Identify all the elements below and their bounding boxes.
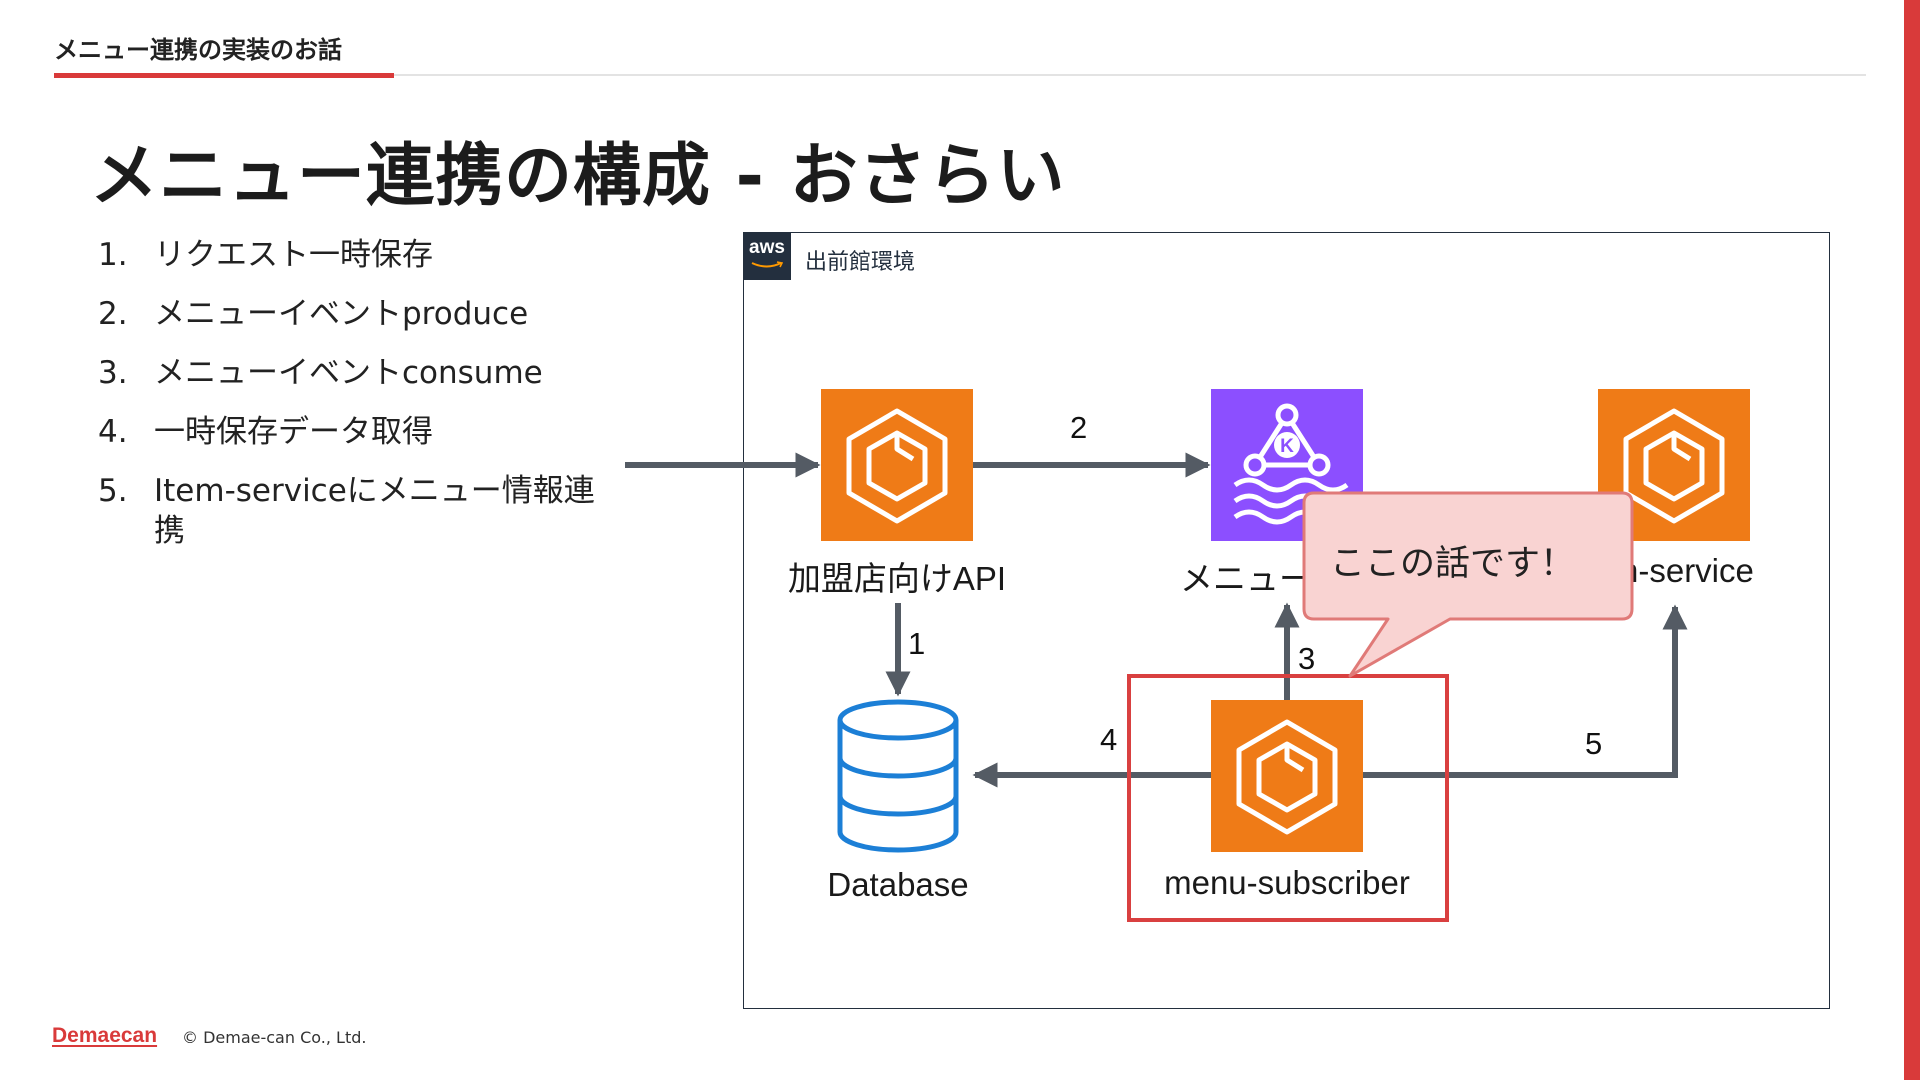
database-icon <box>837 699 959 853</box>
list-item: 4. 一時保存データ取得 <box>98 412 618 452</box>
step-number: 2. <box>98 296 128 332</box>
callout-text: ここの話です！ <box>1330 544 1576 584</box>
menu-subscriber-label: menu-subscriber <box>1164 864 1410 901</box>
brand-logo: Demaecan <box>52 1024 158 1047</box>
aws-environment-frame <box>743 232 1830 1009</box>
ecs-icon-merchant-api <box>821 389 973 541</box>
steps-list: 1. リクエスト一時保存 2. メニューイベントproduce 3. メニューイベント… <box>98 235 618 570</box>
page-title: メニュー連携の構成 - おさらい <box>90 137 1066 216</box>
step-text: 一時保存データ取得 <box>154 414 433 450</box>
edge-label-1: 1 <box>908 626 926 661</box>
merchant-api-label: 加盟店向けAPI <box>787 560 1007 597</box>
edge-label-3: 3 <box>1298 641 1316 676</box>
list-item: 3. メニューイベントconsume <box>98 353 618 393</box>
step-text: メニューイベントproduce <box>154 296 529 332</box>
step-text: Item-serviceにメニュー情報連携 <box>154 473 595 549</box>
aws-frame-label: 出前館環境 <box>805 250 916 275</box>
edge-label-5: 5 <box>1585 726 1603 761</box>
step-text: メニューイベントconsume <box>154 355 543 391</box>
menu-queue-label: メニュー <box>1180 560 1312 597</box>
step-number: 3. <box>98 355 128 391</box>
ecs-icon-menu-subscriber <box>1211 700 1363 852</box>
aws-logo-text: aws <box>749 237 785 258</box>
edge-label-2: 2 <box>1070 410 1088 445</box>
step-number: 4. <box>98 414 128 450</box>
right-accent-bar <box>1904 0 1920 1080</box>
section-label: メニュー連携の実装のお話 <box>54 36 342 64</box>
step-number: 5. <box>98 473 128 509</box>
step-number: 1. <box>98 237 128 273</box>
edge-subscriber-to-item-service <box>1363 604 1688 778</box>
item-service-label: n-service <box>1620 552 1754 589</box>
list-item: 1. リクエスト一時保存 <box>98 235 618 275</box>
aws-logo-icon: aws <box>743 232 791 280</box>
copyright-text: © Demae-can Co., Ltd. <box>182 1028 367 1047</box>
highlight-box <box>1127 674 1449 922</box>
svg-text:K: K <box>1280 436 1294 457</box>
speech-bubble <box>1302 491 1634 678</box>
step-text: リクエスト一時保存 <box>154 237 433 273</box>
database-label: Database <box>827 866 969 903</box>
edge-label-4: 4 <box>1100 722 1118 757</box>
aws-smile-icon <box>751 261 783 268</box>
list-item: 5. Item-serviceにメニュー情報連携 <box>98 471 618 551</box>
header-divider <box>54 74 1866 76</box>
list-item: 2. メニューイベントproduce <box>98 294 618 334</box>
header-accent-bar <box>54 73 394 78</box>
